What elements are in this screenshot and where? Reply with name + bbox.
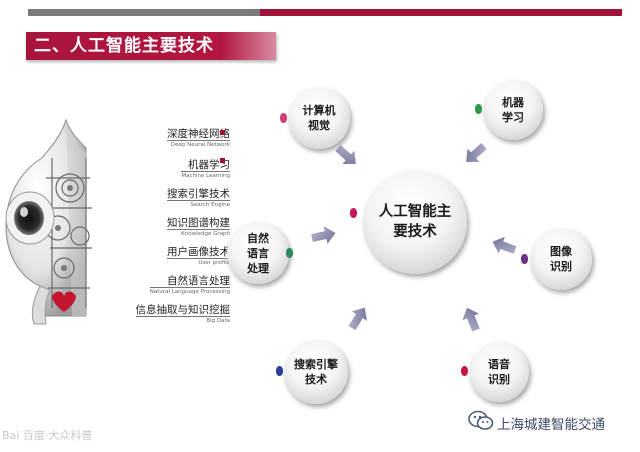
tech-item-cn: 自然语言处理	[167, 275, 230, 287]
tech-item-search-engine: 搜索引擎技术 Search Engine	[167, 188, 230, 209]
node-machine-learning: 机器 学习	[483, 80, 543, 140]
tech-item-en: Deep Neural Network	[167, 140, 230, 149]
tech-item-nlp: 自然语言处理 Natural Language Processing	[149, 275, 230, 296]
arrow-from-search-engine	[348, 307, 368, 331]
source-watermark: Bai 百度·大众科普	[2, 429, 93, 442]
wechat-icon	[468, 410, 494, 430]
watermark-text: 上海城建智能交通	[497, 417, 605, 433]
tech-item-machine-learning: 机器学习 Machine Learning	[181, 159, 230, 180]
node-label: 学习	[502, 111, 524, 124]
node-image-recognition: 图像 识别	[530, 228, 592, 290]
tech-item-en: Machine Learning	[181, 171, 230, 179]
tech-item-en: User profile	[167, 258, 230, 267]
tech-item-big-data: 信息抽取与知识挖掘 Big Data	[135, 304, 231, 325]
robot-head-illustration	[5, 118, 92, 325]
heading-band	[26, 32, 276, 60]
tech-item-cn: 机器学习	[188, 159, 230, 171]
tech-item-user-profile: 用户画像技术 User profile	[167, 246, 230, 267]
node-knob	[350, 208, 357, 218]
node-label: 语音	[488, 358, 510, 371]
node-label: 视觉	[308, 119, 330, 132]
node-speech-recognition: 语音 识别	[469, 342, 529, 402]
slide-heading: 二、人工智能主要技术	[34, 36, 214, 56]
tech-item-cn: 信息抽取与知识挖掘	[135, 304, 231, 316]
tech-item-cn: 用户画像技术	[167, 246, 230, 258]
node-knob	[521, 254, 528, 264]
arrow-from-speech-recognition	[462, 307, 480, 332]
node-label: 图像	[550, 245, 572, 258]
tech-item-cn: 深度神经网络	[167, 128, 230, 140]
tech-item-cn: 知识图谱构建	[167, 217, 230, 229]
bullet-marker	[220, 130, 225, 135]
arrow-from-image-recognition	[492, 236, 517, 254]
center-node-ai-technology: 人工智能主 要技术	[363, 170, 467, 274]
node-label: 搜索引擎	[294, 358, 338, 371]
node-knob	[286, 248, 293, 258]
arrow-from-nlp	[311, 226, 336, 244]
arrow-from-machine-learning	[466, 143, 487, 163]
node-knob	[461, 366, 468, 376]
node-label: 处理	[247, 261, 269, 275]
tech-item-en: Search Engine	[167, 200, 230, 209]
top-bar-grey	[28, 9, 260, 16]
node-label: 计算机	[302, 104, 336, 117]
node-label: 技术	[305, 373, 327, 386]
node-knob	[276, 366, 283, 376]
node-knob	[280, 113, 287, 123]
node-label: 自然	[247, 231, 269, 245]
node-nlp: 自然 语言 处理	[227, 222, 289, 284]
node-label: 识别	[550, 260, 572, 273]
node-label: 语言	[247, 246, 269, 260]
node-knob	[475, 104, 482, 114]
tech-item-en: Natural Language Processing	[149, 287, 230, 295]
center-node-line: 要技术	[393, 223, 437, 240]
node-label: 机器	[502, 96, 524, 109]
tech-item-en: Big Data	[135, 316, 230, 325]
tech-item-en: Knowledge Graph	[167, 229, 230, 238]
tech-item-cn: 搜索引擎技术	[167, 188, 230, 200]
center-node-line: 人工智能主	[378, 203, 452, 220]
node-label: 识别	[488, 373, 510, 386]
arrow-from-computer-vision	[335, 145, 356, 165]
tech-item-deep-neural-network: 深度神经网络 Deep Neural Network	[167, 128, 230, 149]
node-search-engine: 搜索引擎 技术	[284, 340, 348, 404]
node-computer-vision: 计算机 视觉	[288, 87, 350, 149]
tech-item-knowledge-graph: 知识图谱构建 Knowledge Graph	[167, 217, 230, 238]
top-bar-red	[260, 9, 622, 16]
bullet-marker	[220, 158, 225, 163]
